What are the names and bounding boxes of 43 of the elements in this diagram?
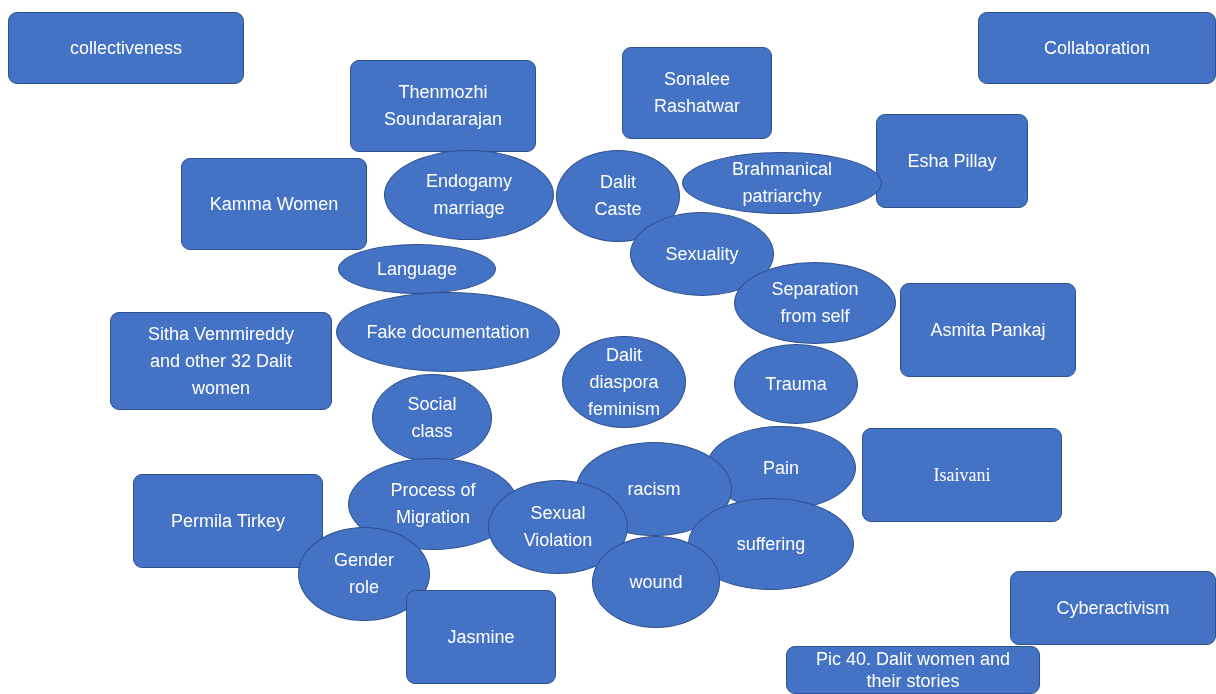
node-label: Sexuality bbox=[664, 242, 740, 266]
name-box bbox=[900, 283, 1076, 377]
node-label: Esha Pillay bbox=[906, 149, 998, 173]
node-label: Sitha Vemmireddy and other 32 Dalit women bbox=[146, 322, 296, 400]
node-label: Language bbox=[375, 257, 459, 281]
node-label: Fake documentation bbox=[365, 320, 531, 344]
node-label: Thenmozhi Soundararajan bbox=[382, 81, 504, 131]
node-label: Cyberactivism bbox=[1055, 596, 1171, 620]
node-label: Pic 40. Dalit women and their stories bbox=[814, 647, 1012, 693]
node-label: suffering bbox=[735, 532, 807, 556]
node-label: Social class bbox=[406, 393, 458, 443]
node-label: Asmita Pankaj bbox=[929, 318, 1047, 342]
node-label: Collaboration bbox=[1042, 36, 1152, 60]
node-label: Pain bbox=[762, 456, 800, 480]
node-label: Jasmine bbox=[446, 625, 516, 649]
name-box bbox=[110, 312, 332, 410]
node-label: racism bbox=[626, 477, 682, 501]
node-label: Trauma bbox=[764, 372, 828, 396]
name-box bbox=[862, 428, 1062, 522]
node-label: Sexual Violation bbox=[522, 502, 594, 552]
node-label: Sonalee Rashatwar bbox=[652, 68, 741, 118]
name-box bbox=[350, 60, 536, 152]
name-box bbox=[622, 47, 772, 139]
node-label: Dalit Caste bbox=[593, 171, 643, 221]
node-label: Gender role bbox=[332, 549, 395, 599]
node-label: wound bbox=[628, 570, 684, 594]
name-box bbox=[1010, 571, 1216, 645]
node-label: Separation from self bbox=[770, 278, 860, 328]
node-label: Endogamy marriage bbox=[424, 170, 514, 220]
node-label: Permila Tirkey bbox=[170, 509, 286, 533]
name-box bbox=[786, 646, 1040, 694]
node-label: Process of Migration bbox=[389, 479, 477, 529]
name-box bbox=[876, 114, 1028, 208]
name-box bbox=[406, 590, 556, 684]
node-label: Isaivani bbox=[932, 463, 992, 487]
node-label: Dalit diaspora feminism bbox=[587, 343, 661, 421]
name-box bbox=[978, 12, 1216, 84]
node-label: Brahmanical patriarchy bbox=[730, 158, 833, 208]
node-label: collectiveness bbox=[68, 36, 184, 60]
name-box bbox=[8, 12, 244, 84]
node-label: Kamma Women bbox=[208, 192, 340, 216]
name-box bbox=[181, 158, 367, 250]
name-box bbox=[133, 474, 323, 568]
